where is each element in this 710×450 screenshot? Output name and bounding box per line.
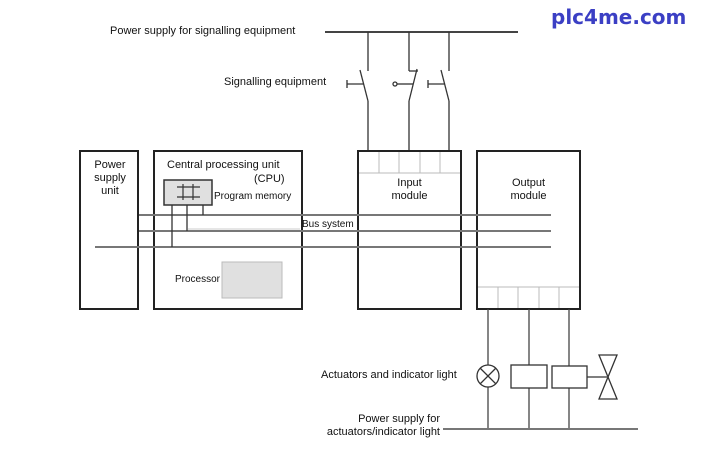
psu-line-1: Power [94,159,126,171]
program-memory-icon [177,184,200,200]
label-program-memory: Program memory [214,191,292,202]
label-input-module: Input module [358,177,461,203]
indicator-lamp-icon [476,364,500,388]
output-line-1: Output [511,177,546,189]
output-line-2: module [510,190,547,202]
label-bus-system: Bus system [302,219,354,230]
processor-box [221,261,283,299]
actuator-coil-2 [551,365,588,389]
input-line-2: module [391,190,428,202]
switch-2 [392,32,418,150]
psu-line-3: unit [101,185,119,197]
input-terminals [359,152,460,174]
output-terminals [478,286,579,308]
label-actuators: Actuators and indicator light [321,369,457,381]
memory-bus-connectors [171,205,204,247]
actuator-coil-1 [510,364,548,389]
bus-system-lines [95,214,551,248]
output-wiring [487,309,570,428]
brand-watermark: plc4me.com [551,5,687,29]
label-power-supply-unit: Power supply unit [82,159,138,198]
switch-3 [427,32,450,150]
power-act-line-1: Power supply for [358,413,440,425]
label-processor: Processor [175,274,221,285]
label-cpu-abbrev: (CPU) [254,173,285,185]
power-supply-unit-box [79,150,139,310]
input-line-1: Input [397,177,422,189]
label-signalling-equipment: Signalling equipment [224,76,327,88]
program-memory-box [163,179,213,206]
psu-line-2: supply [94,172,126,184]
label-power-signalling: Power supply for signalling equipment [110,25,296,37]
switch-1 [346,32,369,150]
label-output-module: Output module [477,177,580,203]
label-cpu: Central processing unit [167,159,280,171]
valve-icon [587,354,618,400]
power-act-line-2: actuators/indicator light [326,426,440,438]
label-power-actuators: Power supply for actuators/indicator lig… [300,413,440,439]
